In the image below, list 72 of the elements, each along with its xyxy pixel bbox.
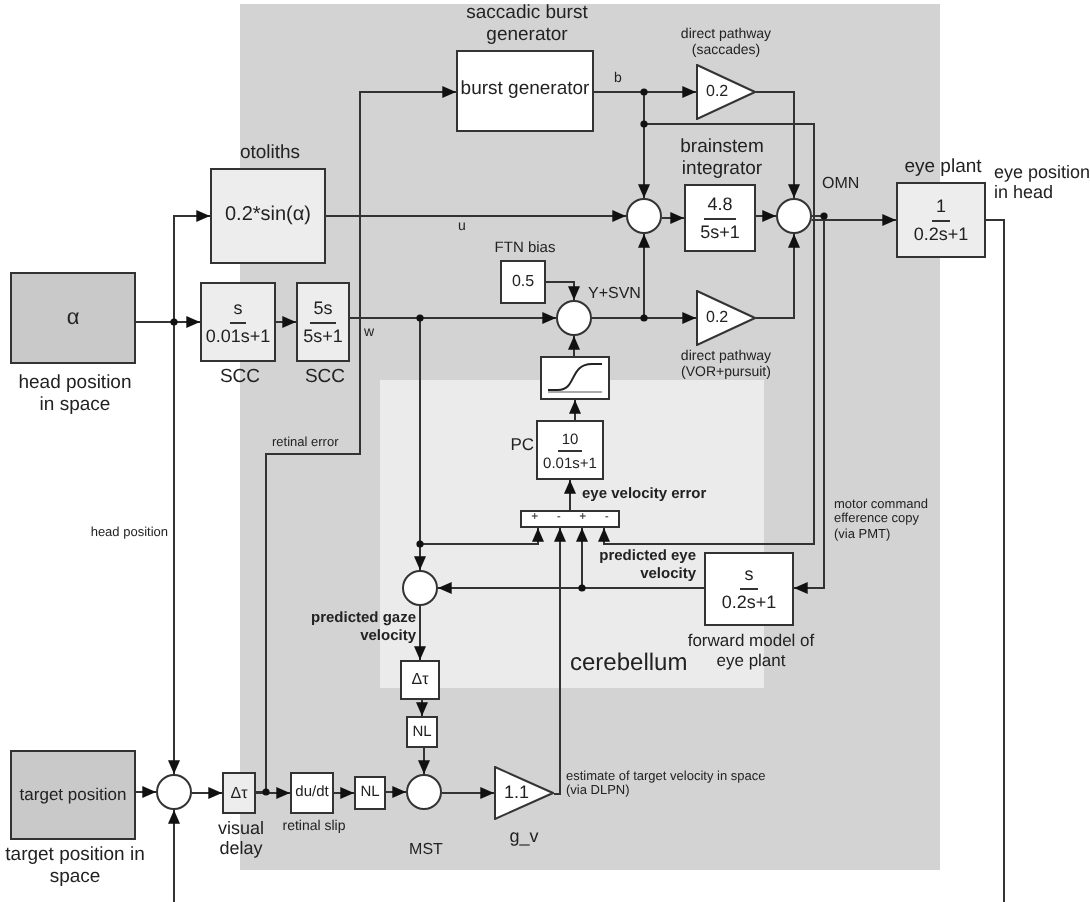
arrow	[191, 787, 223, 799]
sum-bar	[520, 510, 620, 528]
connector-line	[985, 219, 1005, 902]
block-caption: SCC	[217, 368, 263, 390]
block-label: Δτ	[411, 670, 429, 690]
numerator: s	[229, 297, 247, 323]
arrow	[755, 210, 777, 222]
transfer-function-box	[354, 776, 386, 810]
denominator: 5s+1	[301, 323, 345, 347]
block-caption: g_v	[507, 826, 541, 847]
arrow	[135, 321, 180, 775]
arrow	[255, 787, 291, 799]
denominator: 0.01s+1	[203, 323, 273, 347]
region-label: cerebellum	[570, 648, 688, 676]
block-caption: head position in space	[16, 374, 134, 418]
denominator: 0.2s+1	[719, 590, 779, 614]
block-label: burst generator	[460, 80, 590, 102]
arrow	[275, 316, 297, 328]
block-title: saccadic burst generator	[464, 4, 590, 48]
block-title: eye plant	[902, 158, 984, 180]
arrow	[568, 335, 580, 357]
block-label: 0.2	[706, 82, 729, 102]
numerator: 4.8	[703, 193, 737, 219]
arrow	[591, 233, 650, 319]
block-label: 0.5	[511, 272, 535, 292]
block-title: otoliths	[237, 144, 303, 166]
denominator: 0.2s+1	[911, 221, 971, 245]
arrow	[255, 86, 457, 793]
denominator: 5s+1	[698, 219, 742, 243]
block-label: 1.1	[504, 782, 530, 804]
block-caption: forward model of eye plant	[686, 632, 816, 672]
block-title: brainstem integrator	[678, 138, 766, 182]
arrow	[755, 233, 800, 319]
arrow	[437, 582, 705, 594]
sum-junction	[156, 774, 192, 810]
numerator: s	[740, 564, 758, 590]
arrow	[660, 212, 685, 224]
arrow	[416, 699, 428, 717]
block-caption: visual delay	[215, 818, 266, 860]
block-label: α	[66, 305, 80, 331]
transfer-function-box	[400, 660, 440, 700]
arrow	[569, 399, 581, 421]
arrow	[168, 809, 180, 902]
arrow	[810, 214, 897, 226]
arrow	[441, 787, 495, 799]
block-caption: MST	[407, 840, 445, 859]
block-caption: OMN	[822, 174, 862, 193]
arrow	[325, 210, 627, 222]
numerator: 5s	[309, 297, 337, 323]
arrow	[755, 91, 800, 199]
block-caption: Y+SVN	[588, 284, 643, 303]
block-caption: target position in space	[3, 846, 147, 890]
arrow	[545, 281, 580, 301]
numerator: 1	[931, 195, 950, 221]
block-label: 0.2*sin(α)	[224, 204, 312, 228]
block-label: target position	[19, 785, 127, 805]
block-caption: PC	[508, 436, 534, 456]
arrow	[385, 786, 407, 798]
arrow	[593, 91, 815, 545]
sum-junction	[402, 570, 438, 606]
arrow	[564, 479, 576, 511]
arrow	[414, 605, 426, 661]
arrow	[793, 215, 825, 594]
arrow	[418, 747, 430, 775]
transfer-function-box	[406, 716, 438, 748]
block-label: Δτ	[230, 783, 248, 803]
block-caption: eye position in head	[994, 162, 1090, 204]
arrow	[333, 787, 355, 799]
arrow	[135, 786, 157, 798]
block-caption: SCC	[302, 368, 348, 390]
block-label: 0.2	[706, 308, 729, 328]
arrow	[553, 527, 566, 795]
